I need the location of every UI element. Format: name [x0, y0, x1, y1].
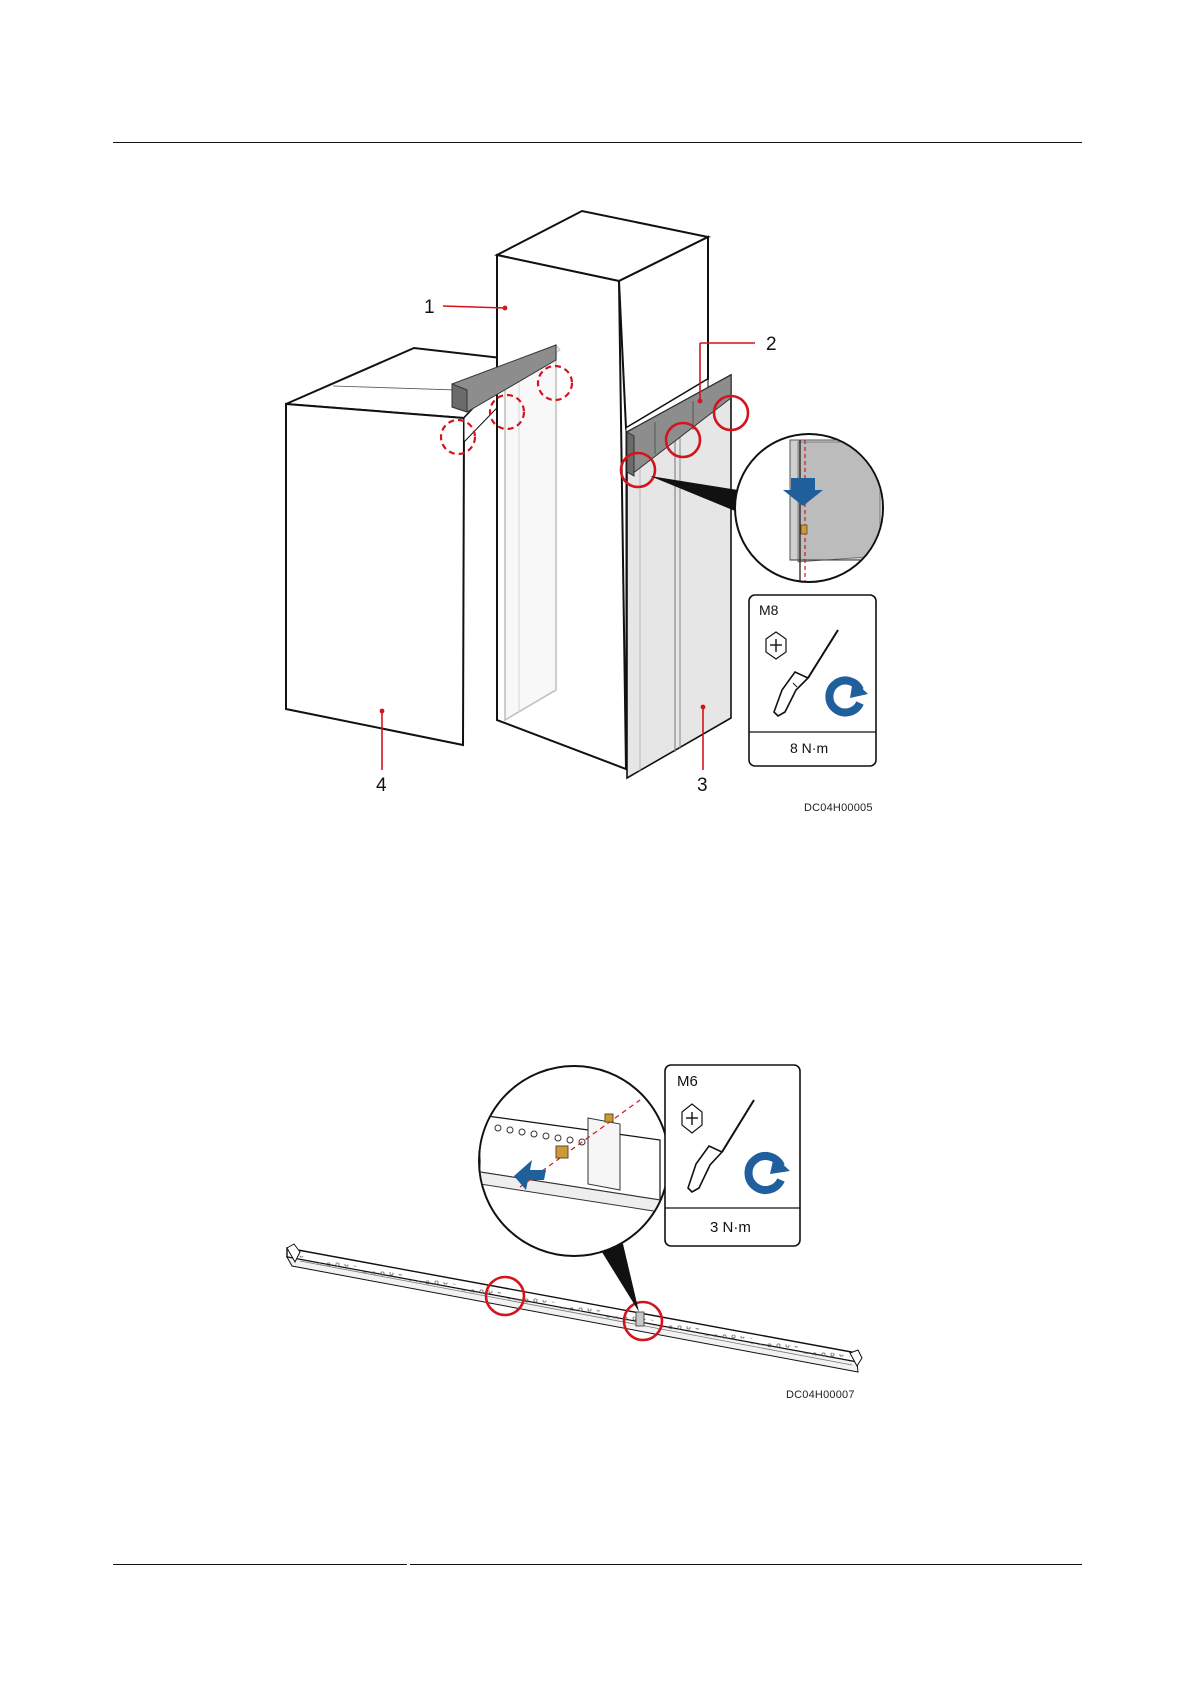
tool-torque-1: 8 N·m [790, 740, 828, 756]
ghost-side-panel [505, 345, 560, 720]
footer-rule-right [410, 1564, 1082, 1565]
callout-3: 3 [697, 776, 708, 795]
left-cabinet [286, 348, 519, 745]
tool-torque-2: 3 N·m [710, 1219, 751, 1236]
zoom-detail-2 [479, 1066, 669, 1312]
figure-code-1: DC04H00005 [804, 802, 873, 814]
tool-screw-size-2: M6 [677, 1073, 698, 1090]
rail [287, 1244, 862, 1372]
callout-1: 1 [424, 298, 435, 317]
tool-screw-size-1: M8 [759, 602, 778, 618]
figure-code-2: DC04H00007 [786, 1389, 855, 1401]
callout-2: 2 [766, 335, 777, 354]
footer-rule-left [113, 1564, 407, 1565]
callout-4: 4 [376, 776, 387, 795]
